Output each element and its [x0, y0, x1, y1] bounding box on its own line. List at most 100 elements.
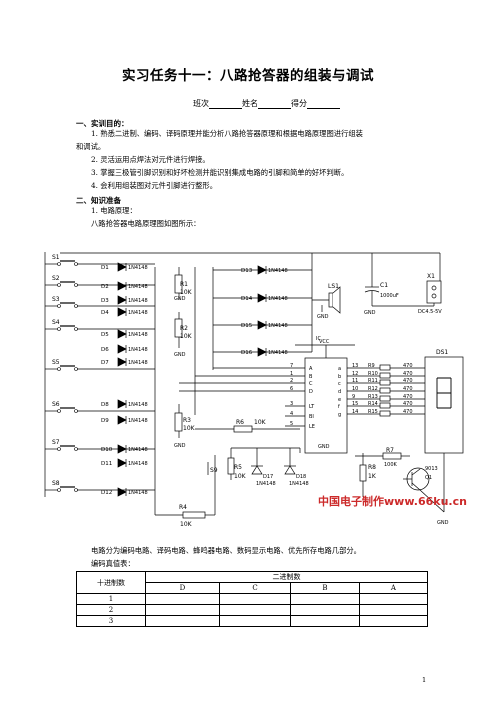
diode-d11-label: D11 [101, 461, 112, 467]
x1-note: DC4.5-5V [418, 309, 442, 315]
truth-table-bit-b: B [290, 582, 360, 594]
switch-label-8: S8 [52, 480, 60, 487]
ic-output-pin: 12 [352, 371, 358, 377]
r8-label: R8 [368, 464, 376, 471]
ic-input-b: B [309, 374, 313, 380]
diode-d14 [257, 293, 267, 303]
seg-resistor-value: 470 [403, 394, 413, 400]
name-blank [258, 99, 291, 109]
diode-d4-part: 1N4148 [128, 310, 148, 316]
section1-item-3: 3. 掌握三极管引脚识别和好坏检测并能识别集成电路的引脚和简单的好坏判断。 [91, 168, 349, 177]
r5-value: 10K [234, 473, 247, 480]
switch-label-6: S6 [52, 401, 60, 408]
c1-value: 1000uF [380, 293, 399, 299]
vcc-label: VCC [319, 339, 330, 345]
diode-d3 [117, 295, 127, 305]
ic-input-pin: 7 [290, 363, 293, 369]
ic-input-bi: BI [309, 414, 314, 420]
section1-item-4: 4. 会利用组装图对元件引脚进行整形。 [91, 181, 218, 190]
diode-d7-part: 1N4148 [128, 360, 148, 366]
ic-input-c: C [309, 381, 313, 387]
diode-d9-label: D9 [101, 418, 109, 424]
r2-value: 10K [180, 333, 193, 340]
diode-d1-label: D1 [101, 265, 109, 271]
switch-label-7: S7 [52, 439, 60, 446]
diode-d6-part: 1N4148 [128, 347, 148, 353]
ic-output-pin: 15 [352, 401, 358, 407]
diode-d16-part: 1N4148 [268, 350, 288, 356]
diode-d15 [257, 320, 267, 330]
ic-output-pin: 11 [352, 378, 358, 384]
diode-d1-part: 1N4148 [128, 265, 148, 271]
section1-item-1: 1. 熟悉二进制、编码、译码原理并能分析八路抢答器原理和根据电路原理图进行组装 [91, 129, 363, 138]
truth-table-header-decimal: 十进制数 [76, 571, 146, 594]
class-label: 班次 [193, 99, 209, 108]
ic-input-d: D [309, 389, 313, 395]
class-name-score-line: 班次姓名得分 [193, 98, 340, 109]
seg-resistor-label: R9 [368, 363, 375, 369]
ic-input-pin: 1 [290, 371, 293, 377]
diode-d10-label: D10 [101, 447, 113, 453]
diode-d14-part: 1N4148 [268, 296, 288, 302]
diode-d12-part: 1N4148 [128, 490, 148, 496]
switch-label-1: S1 [52, 254, 60, 261]
r3-value: 10K [183, 425, 196, 432]
table-row: 2 [76, 604, 429, 616]
diode-d1 [117, 262, 127, 272]
ic-input-pin: 5 [290, 421, 293, 427]
gnd-2: GND [174, 352, 186, 358]
r1-value: 10K [180, 289, 193, 296]
r3-label: R3 [183, 417, 191, 424]
ic-output-d: d [338, 389, 341, 395]
gnd-bottom: GND [437, 520, 449, 526]
truth-table-title: 编码真值表： [91, 559, 135, 568]
switch-label-4: S4 [52, 319, 60, 326]
diode-d8 [117, 399, 127, 409]
table-row: 1 [76, 593, 429, 605]
table-cell: 2 [76, 604, 146, 616]
switch-label-2: S2 [52, 275, 60, 282]
watermark: 中国电子制作www.66ku.cn [318, 494, 467, 508]
diode-d13-part: 1N4148 [268, 268, 288, 274]
ic-input-pin: 6 [290, 386, 293, 392]
d17-label: D17 [263, 474, 273, 480]
diode-d15-part: 1N4148 [268, 323, 288, 329]
c1-label: C1 [380, 282, 388, 289]
diode-d13 [257, 265, 267, 275]
ls1-label: LS1 [328, 283, 339, 290]
ic-input-pin: 2 [290, 378, 293, 384]
ic-output-c: c [338, 381, 341, 387]
page-title: 实习任务十一：八路抢答器的组装与调试 [122, 68, 374, 84]
transistor-part: 9013 [425, 466, 438, 472]
gnd-1: GND [174, 296, 186, 302]
seg-resistor-label: R11 [368, 378, 378, 384]
diode-d9-part: 1N4148 [128, 418, 148, 424]
diode-d16-label: D16 [241, 350, 253, 356]
diode-d9 [117, 415, 127, 425]
seg-resistor-value: 470 [403, 386, 413, 392]
diode-d10-part: 1N4148 [128, 447, 148, 453]
seg-resistor-value: 470 [403, 363, 413, 369]
switch-label-5: S5 [52, 359, 60, 366]
table-row: 3 [76, 615, 429, 627]
diode-d12 [117, 487, 127, 497]
seg-resistor-label: R13 [368, 394, 378, 400]
r6-value: 10K [254, 419, 267, 426]
r4-label: R4 [179, 504, 187, 511]
seg-resistor-value: 470 [403, 401, 413, 407]
transistor-q: Q1 [425, 475, 432, 481]
truth-table-header-binary: 二进制数 [145, 571, 428, 583]
truth-table-bit-c: C [218, 582, 292, 594]
seg-resistor-value: 470 [403, 378, 413, 384]
r1-label: R1 [180, 281, 188, 288]
x1-label: X1 [427, 273, 435, 280]
diode-d4-label: D4 [101, 310, 109, 316]
truth-table: 十进制数 二进制数 D C B A 1 2 3 [76, 571, 429, 627]
ic-output-pin: 9 [352, 394, 355, 400]
ic-output-f: f [338, 404, 340, 410]
diode-d6-label: D6 [101, 347, 109, 353]
diode-d2 [117, 281, 127, 291]
d18-part: 1N4148 [289, 481, 309, 487]
section1-heading: 一、实训目的： [76, 119, 129, 128]
ic-output-b: b [338, 374, 341, 380]
